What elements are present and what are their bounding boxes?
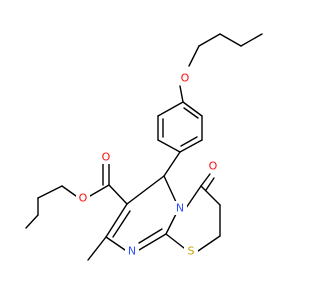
bond-thiazine-n-c4	[185, 185, 202, 209]
bond-core-c6-n	[163, 175, 177, 203]
bond-aryl-1	[182, 101, 203, 117]
bond-aryl-6	[157, 101, 184, 117]
atom-label-imine-nitrogen: N	[128, 245, 136, 258]
bond-c7-to-ester-c	[108, 184, 128, 205]
bond-core-c7-c6	[126, 175, 165, 205]
bond-core-c8-c7-inner	[112, 210, 131, 238]
bond-core-n8-c8	[105, 236, 126, 251]
bond-methyl	[87, 236, 107, 261]
atom-label-bridge-nitrogen: N	[176, 202, 184, 215]
bond-core-c9a-n8-inner	[138, 228, 163, 244]
bond-ester-c-to-o	[89, 184, 110, 197]
bond-ester-o-to-ch2	[61, 185, 77, 197]
bond-propyl-to-ether-o	[188, 45, 200, 67]
bond-allyl-1	[37, 185, 63, 199]
label-bg-imine-n	[125, 244, 139, 258]
bond-thiazine-c2-s	[197, 235, 221, 252]
bond-propyl-3	[198, 33, 221, 47]
bond-aryl-4	[157, 139, 181, 153]
bond-thiazine-c4-c3	[200, 185, 221, 206]
label-bg-ester-carbonyl-o	[99, 150, 113, 164]
bond-aryl-to-core	[163, 151, 181, 177]
bond-core-c9a-n8	[138, 233, 167, 251]
bond-aryl-3	[179, 139, 203, 153]
bond-propyl-1	[240, 33, 263, 47]
atom-label-keto-oxygen: O	[209, 160, 218, 173]
label-bg-ester-single-o	[76, 191, 90, 205]
atom-label-ester-single-oxygen: O	[79, 192, 88, 205]
bond-propyl-2	[219, 33, 242, 47]
molecule-structure: O O O O N N S	[25, 33, 263, 261]
atom-label-ether-oxygen: O	[181, 72, 190, 85]
bond-thiazine-c4-o	[200, 173, 211, 187]
bond-aryl-inner-2	[180, 136, 198, 147]
bond-core-c8-c7	[105, 203, 128, 238]
bond-core-n-c9a	[165, 213, 177, 235]
bond-allyl-3	[25, 214, 39, 229]
label-bg-ether-o	[178, 71, 192, 85]
bond-thiazine-s-c9a	[165, 233, 185, 249]
bond-thiazine-c4-o-inner	[205, 177, 215, 191]
bond-aryl-inner-1	[183, 107, 199, 119]
label-bg-bridge-n	[173, 201, 187, 215]
atom-label-sulfur: S	[188, 245, 195, 258]
label-bg-s	[184, 244, 198, 258]
atom-label-ester-carbonyl-oxygen: O	[102, 151, 111, 164]
bond-ether-o-to-ring	[179, 85, 184, 103]
label-bg-keto-o	[206, 159, 220, 173]
